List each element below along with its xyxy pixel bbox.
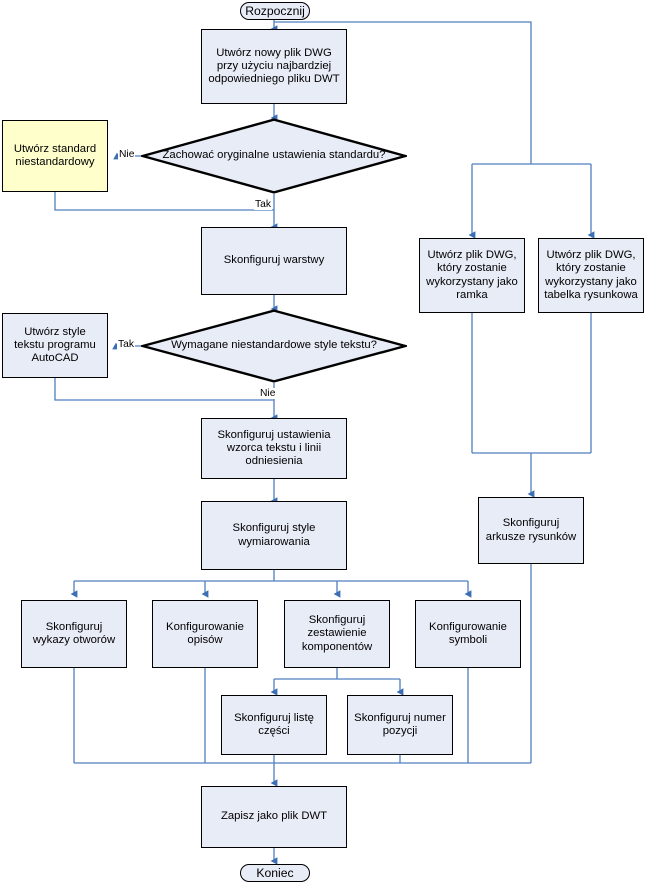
node-create-dwg-label: Utwórz nowy plik DWG przy użyciu najbard… [208,46,340,86]
node-dwg-border[interactable]: Utwórz plik DWG, który zostanie wykorzys… [419,238,525,313]
edge-label-keep-standard-yes: Tak [254,199,273,210]
node-autocad-text-styles[interactable]: Utwórz style tekstu programu AutoCAD [2,313,108,378]
node-parts-list-label: Skonfiguruj listę części [234,711,314,737]
node-hole-tables-label: Skonfiguruj wykazy otworów [32,620,116,646]
node-configure-layers-label: Skonfiguruj warstwy [223,254,325,267]
node-create-dwg[interactable]: Utwórz nowy plik DWG przy użyciu najbard… [201,29,347,104]
node-dim-styles-label: Skonfiguruj style wymiarowania [232,522,316,548]
edge-label-need-text-styles-no: Nie [259,388,277,399]
diamond-shape [141,309,407,383]
node-parts-list[interactable]: Skonfiguruj listę części [221,695,327,755]
node-annotations-label: Konfigurowanie opisów [166,620,244,646]
node-text-leader-settings-label: Skonfiguruj ustawienia wzorca tekstu i l… [217,428,331,468]
node-custom-standard[interactable]: Utwórz standard niestandardowy [2,120,108,192]
node-dim-styles[interactable]: Skonfiguruj style wymiarowania [201,501,347,570]
node-start[interactable]: Rozpocznij [240,2,310,20]
node-dwg-titleblock-label: Utwórz plik DWG, który zostanie wykorzys… [544,248,638,301]
node-need-text-styles-label: Wymagane niestandardowe style tekstu? [171,339,377,352]
node-sheet-sets-label: Skonfiguruj arkusze rysunków [485,517,577,543]
node-keep-standard-decision[interactable]: Zachować oryginalne ustawienia standardu… [141,118,407,194]
node-configure-layers[interactable]: Skonfiguruj warstwy [201,227,347,295]
node-start-label: Rozpocznij [245,3,305,18]
node-text-leader-settings[interactable]: Skonfiguruj ustawienia wzorca tekstu i l… [201,418,347,479]
node-sheet-sets[interactable]: Skonfiguruj arkusze rysunków [478,497,584,564]
node-keep-standard-label: Zachować oryginalne ustawienia standardu… [162,149,386,162]
edge-label-need-text-styles-yes: Tak [117,339,136,350]
node-end[interactable]: Koniec [240,864,310,882]
node-item-number-label: Skonfiguruj numer pozycji [354,711,446,737]
node-dwg-titleblock[interactable]: Utwórz plik DWG, który zostanie wykorzys… [538,238,644,313]
node-save-dwt[interactable]: Zapisz jako plik DWT [201,786,347,848]
node-custom-standard-label: Utwórz standard niestandardowy [13,142,97,168]
node-symbols[interactable]: Konfigurowanie symboli [415,600,521,668]
node-dwg-border-label: Utwórz plik DWG, który zostanie wykorzys… [426,248,518,301]
diamond-shape [141,118,407,194]
node-need-text-styles-decision[interactable]: Wymagane niestandardowe style tekstu? [141,309,407,383]
node-component-list-label: Skonfiguruj zestawienie komponentów [301,614,373,653]
node-end-label: Koniec [256,865,294,880]
edge-label-keep-standard-no: Nie [118,149,136,160]
node-symbols-label: Konfigurowanie symboli [429,620,507,646]
node-autocad-text-styles-label: Utwórz style tekstu programu AutoCAD [14,325,96,365]
node-item-number[interactable]: Skonfiguruj numer pozycji [347,695,453,755]
node-save-dwt-label: Zapisz jako plik DWT [220,810,328,823]
node-annotations[interactable]: Konfigurowanie opisów [152,600,258,668]
node-component-list[interactable]: Skonfiguruj zestawienie komponentów [284,600,390,668]
node-hole-tables[interactable]: Skonfiguruj wykazy otworów [21,600,127,668]
